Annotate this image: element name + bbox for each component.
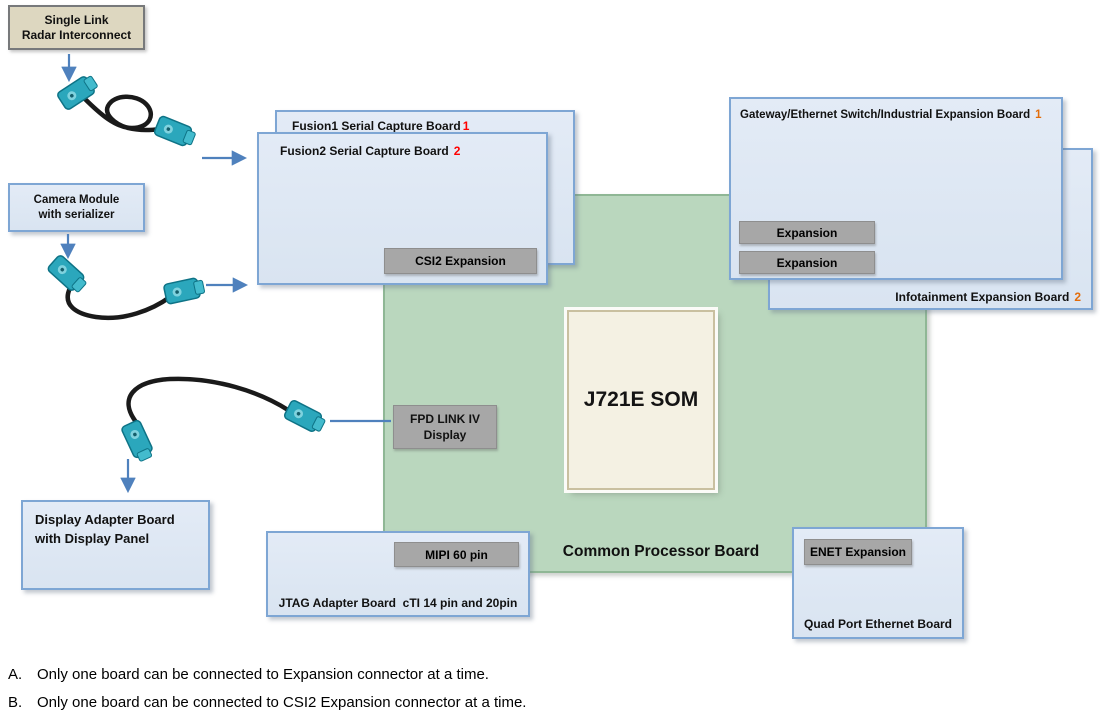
display-adapter-board: Display Adapter Board with Display Panel bbox=[21, 500, 210, 590]
fpd-link-display-connector: FPD LINK IV Display bbox=[393, 405, 497, 449]
footnotes: A. Only one board can be connected to Ex… bbox=[8, 661, 526, 714]
quad-port-ethernet-board: ENET Expansion Quad Port Ethernet Board bbox=[792, 527, 964, 639]
note-b: B. Only one board can be connected to CS… bbox=[8, 693, 527, 711]
camera-cable-icon bbox=[45, 253, 207, 321]
radar-line2: Radar Interconnect bbox=[21, 27, 132, 42]
expansion-connector-1: Expansion bbox=[739, 221, 875, 244]
common-processor-board-label: Common Processor Board bbox=[562, 543, 760, 560]
note-a: A. Only one board can be connected to Ex… bbox=[8, 666, 489, 683]
mipi-60pin-connector: MIPI 60 pin bbox=[394, 542, 519, 567]
fpd-line1: FPD LINK IV bbox=[409, 411, 480, 426]
jtag-board-label: JTAG Adapter Board cTI 14 pin and 20pin bbox=[278, 596, 518, 610]
gateway-ethernet-industrial-expansion-board: Gateway/Ethernet Switch/Industrial Expan… bbox=[729, 97, 1063, 280]
display-adapter-line2: with Display Panel bbox=[35, 530, 150, 546]
csi2-expansion-connector: CSI2 Expansion bbox=[384, 248, 537, 274]
radar-interconnect-box: Single Link Radar Interconnect bbox=[8, 5, 145, 50]
camera-line1: Camera Module bbox=[33, 193, 120, 206]
jtag-adapter-board: MIPI 60 pin JTAG Adapter Board cTI 14 pi… bbox=[266, 531, 530, 617]
j721e-som-module: J721E SOM bbox=[567, 310, 715, 490]
display-adapter-line1: Display Adapter Board bbox=[35, 512, 175, 527]
radar-line1: Single Link bbox=[44, 12, 109, 27]
radar-cable-icon bbox=[55, 71, 198, 150]
enet-expansion-connector: ENET Expansion bbox=[804, 539, 912, 565]
expansion-connector-2: Expansion bbox=[739, 251, 875, 274]
camera-module-box: Camera Module with serializer bbox=[8, 183, 145, 232]
camera-line2: with serializer bbox=[38, 208, 115, 221]
fpd-line2: Display bbox=[423, 428, 467, 442]
quad-port-board-label: Quad Port Ethernet Board bbox=[803, 617, 952, 631]
gateway-title: Gateway/Ethernet Switch/Industrial Expan… bbox=[740, 109, 1042, 121]
display-cable-icon bbox=[120, 376, 328, 464]
som-label: J721E SOM bbox=[583, 388, 699, 411]
